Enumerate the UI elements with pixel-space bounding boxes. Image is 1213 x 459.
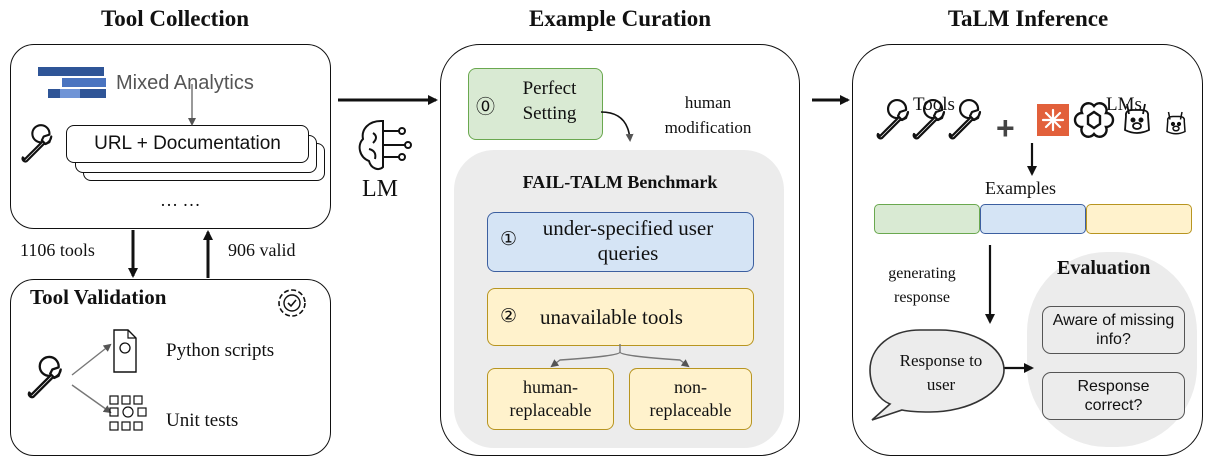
to-unit-arrow (71, 384, 112, 414)
evaluation-title: Evaluation (1057, 257, 1151, 279)
unavailable-tools-number: ② (500, 306, 518, 327)
anthropic-icon (1037, 104, 1069, 136)
examples-label: Examples (985, 178, 1056, 198)
example-bar-blue (980, 204, 1086, 234)
to-python-arrow (71, 343, 112, 376)
branch-right-arrow (619, 351, 690, 368)
valid-count-label: 906 valid (228, 240, 296, 260)
under-specified-box (487, 212, 754, 272)
unavailable-tools-label: unavailable tools (540, 305, 683, 329)
under-specified-number: ① (500, 229, 518, 250)
tool-collection-title: Tool Collection (100, 6, 250, 31)
unit-tests-label: Unit tests (166, 410, 239, 431)
python-scripts-label: Python scripts (166, 340, 275, 361)
wrench-icon (21, 124, 53, 163)
plus-sign: + (996, 110, 1015, 146)
openai-icon (1073, 102, 1115, 138)
response-correct-box: Response correct? (1042, 372, 1185, 420)
tool-validation-title: Tool Validation (30, 285, 167, 309)
wrench-icon (27, 355, 62, 399)
alpaca-icon (1166, 111, 1186, 135)
lm-label: LM (362, 176, 398, 202)
wrench-icon (912, 98, 946, 140)
generating-response-label: generating response (888, 265, 956, 306)
example-curation-title: Example Curation (528, 6, 712, 31)
response-label: Response to user (899, 351, 983, 394)
brand-name: Mixed Analytics (116, 72, 254, 94)
human-modification-label: human modification (664, 93, 752, 137)
wrench-icon (876, 98, 910, 140)
python-file-icon (113, 329, 137, 373)
example-bar-yellow (1086, 204, 1192, 234)
talm-inference-title: TaLM Inference (947, 6, 1109, 31)
tool-validation-panel (10, 279, 331, 456)
wrench-icon (948, 98, 982, 140)
brain-circuit-icon (358, 120, 412, 170)
unit-test-grid-icon (109, 395, 147, 431)
llama-icon (1124, 103, 1150, 134)
human-modification-arrow (600, 111, 634, 142)
example-bar-green (874, 204, 980, 234)
non-replaceable-box: non-replaceable (629, 368, 752, 430)
aware-missing-info-box: Aware of missing info? (1042, 306, 1185, 354)
benchmark-title: FAIL-TALM Benchmark (522, 172, 718, 192)
response-bubble (869, 329, 1005, 421)
tools-count-label: 1106 tools (20, 240, 95, 260)
human-replaceable-box: human-replaceable (487, 368, 614, 430)
under-specified-label: under-specified user queries (542, 216, 714, 265)
perfect-setting-number: ⓪ (476, 97, 496, 118)
ellipsis-text: … … (160, 190, 201, 210)
perfect-setting-label: Perfect Setting (522, 78, 577, 124)
perfect-setting-box (468, 68, 603, 140)
doc-card: URL + Documentation (66, 125, 309, 163)
branch-left-arrow (550, 344, 621, 368)
gear-check-icon (278, 289, 306, 317)
